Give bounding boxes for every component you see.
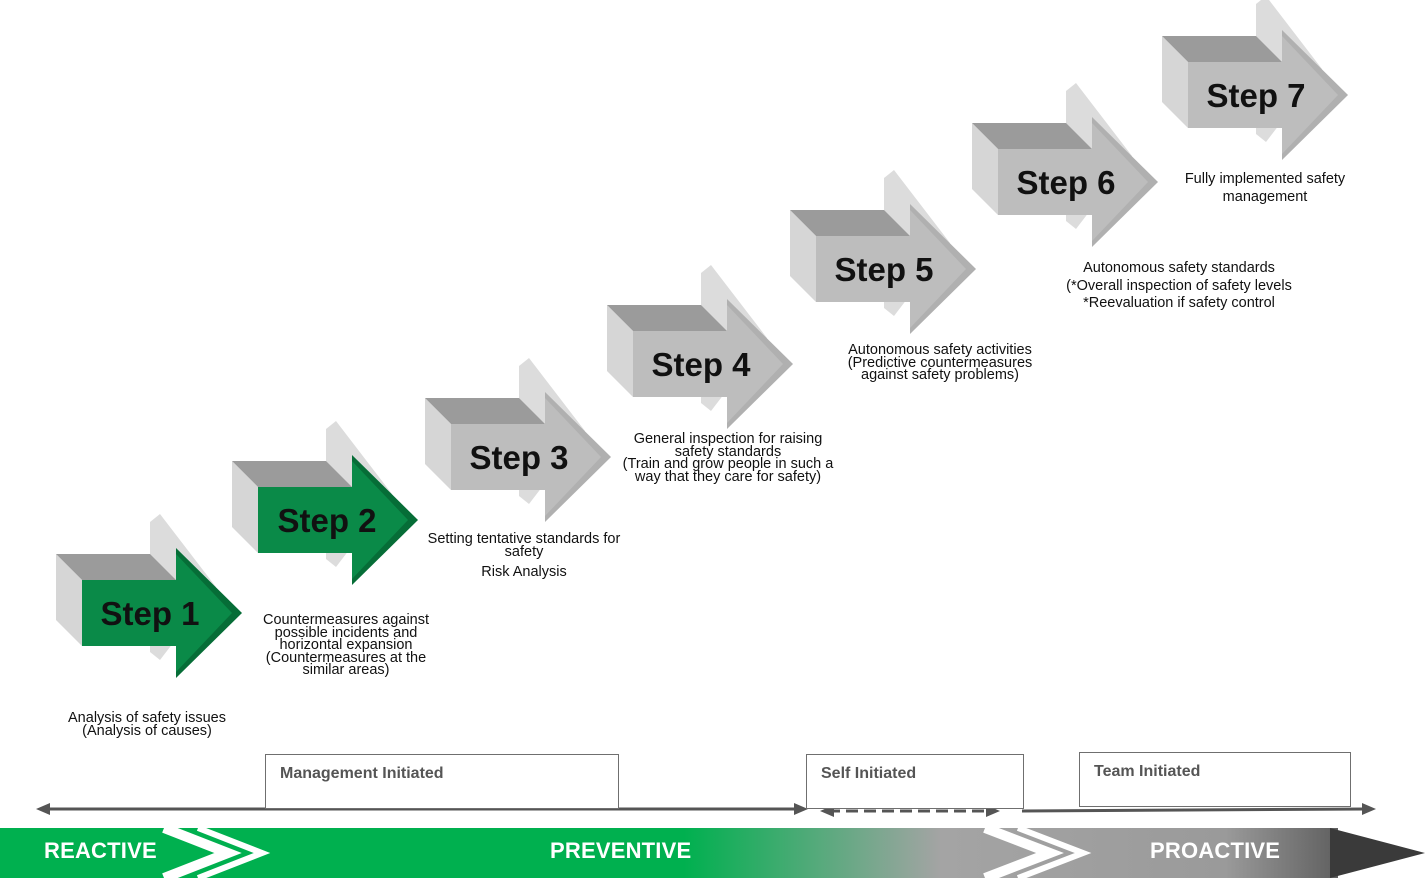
step-3-left-face xyxy=(425,398,451,490)
step-5-top-face xyxy=(790,210,910,236)
step-6-label: Step 6 xyxy=(1016,164,1116,201)
step-4-top-face xyxy=(607,305,727,331)
step-4-label: Step 4 xyxy=(651,346,751,383)
step-6-desc-line: Autonomous safety standards xyxy=(1083,260,1275,276)
step-3-risk-analysis: Risk Analysis xyxy=(481,564,567,580)
step-3-desc-line: Setting tentative standards for xyxy=(427,531,621,547)
phase-reactive-label: REACTIVE xyxy=(44,838,157,863)
step-2-label: Step 2 xyxy=(277,502,377,539)
step-4-desc-line: way that they care for safety) xyxy=(634,468,822,485)
step-5-left-face xyxy=(790,210,816,302)
step-2-desc-line: horizontal expansion xyxy=(279,637,413,653)
step-4-left-face xyxy=(607,305,633,397)
step-5-description: Autonomous safety activities (Predictive… xyxy=(815,342,1065,383)
management-initiated-box: Management Initiated xyxy=(265,754,619,809)
step-4-desc-line: (Train and grow people in such a xyxy=(622,456,834,472)
step-5-desc-line: against safety problems) xyxy=(861,367,1019,383)
step-6-arrow xyxy=(972,83,1158,247)
step-7-description: Fully implemented safety management xyxy=(1155,171,1375,206)
step-5-arrow xyxy=(790,170,976,334)
step-2-description: Countermeasures against possible inciden… xyxy=(236,612,456,678)
step-7-left-face xyxy=(1162,36,1188,128)
step-1-left-face xyxy=(56,554,82,646)
step-1-arrow xyxy=(56,514,242,678)
step-7-label: Step 7 xyxy=(1206,77,1306,114)
step-5-label: Step 5 xyxy=(834,251,934,288)
step-6-desc-line: *Reevaluation if safety control xyxy=(1083,295,1275,311)
step-4-desc-line: safety standards xyxy=(674,443,782,460)
step-6-description: Autonomous safety standards (*Overall in… xyxy=(1039,260,1319,313)
step-4-description: General inspection for raising safety st… xyxy=(598,431,858,485)
step-2-desc-line: similar areas) xyxy=(302,662,390,678)
step-2-arrow xyxy=(232,421,418,585)
step-5-front-face xyxy=(816,210,966,328)
step-2-desc-line: (Countermeasures at the xyxy=(265,649,427,666)
step-3-description: Setting tentative standards for safety R… xyxy=(404,531,644,580)
step-7-front-face xyxy=(1188,36,1338,154)
step-3-top-face xyxy=(425,398,545,424)
step-5-desc-line: (Predictive countermeasures xyxy=(847,354,1033,371)
step-2-desc-line: Countermeasures against xyxy=(262,612,430,628)
step-4-arrow xyxy=(607,265,793,429)
step-1-description: Analysis of safety issues (Analysis of c… xyxy=(47,710,247,739)
step-2-front-face xyxy=(258,461,408,579)
step-3-desc-line: safety xyxy=(504,543,544,560)
step-1-front-face xyxy=(82,554,232,672)
step-6-front-face xyxy=(998,123,1148,241)
phase-preventive-label: PREVENTIVE xyxy=(550,838,692,863)
phase-proactive-label: PROACTIVE xyxy=(1150,838,1281,863)
step-1-label: Step 1 xyxy=(100,595,200,632)
step-2-top-face xyxy=(232,461,352,487)
step-2-left-face xyxy=(232,461,258,553)
step-5-desc-line: Autonomous safety activities xyxy=(848,342,1032,358)
step-3-arrow xyxy=(425,358,611,522)
step-7-desc-line: management xyxy=(1222,188,1308,205)
step-4-front-face xyxy=(633,305,783,423)
step-6-left-face xyxy=(972,123,998,215)
step-6-desc-line: (*Overall inspection of safety levels xyxy=(1066,277,1292,294)
step-7-top-face xyxy=(1162,36,1282,62)
step-1-desc-line: (Analysis of causes) xyxy=(82,722,212,739)
step-7-arrow xyxy=(1162,0,1348,160)
step-3-label: Step 3 xyxy=(469,439,569,476)
phase-bar xyxy=(0,823,1425,878)
step-4-desc-line: General inspection for raising xyxy=(633,431,823,447)
step-7-desc-line: Fully implemented safety xyxy=(1184,171,1346,187)
step-6-top-face xyxy=(972,123,1092,149)
step-3-front-face xyxy=(451,398,601,516)
step-2-desc-line: possible incidents and xyxy=(274,624,418,641)
team-initiated-box: Team Initiated xyxy=(1079,752,1351,807)
self-initiated-box: Self Initiated xyxy=(806,754,1024,809)
step-1-desc-line: Analysis of safety issues xyxy=(68,710,226,726)
step-1-top-face xyxy=(56,554,176,580)
